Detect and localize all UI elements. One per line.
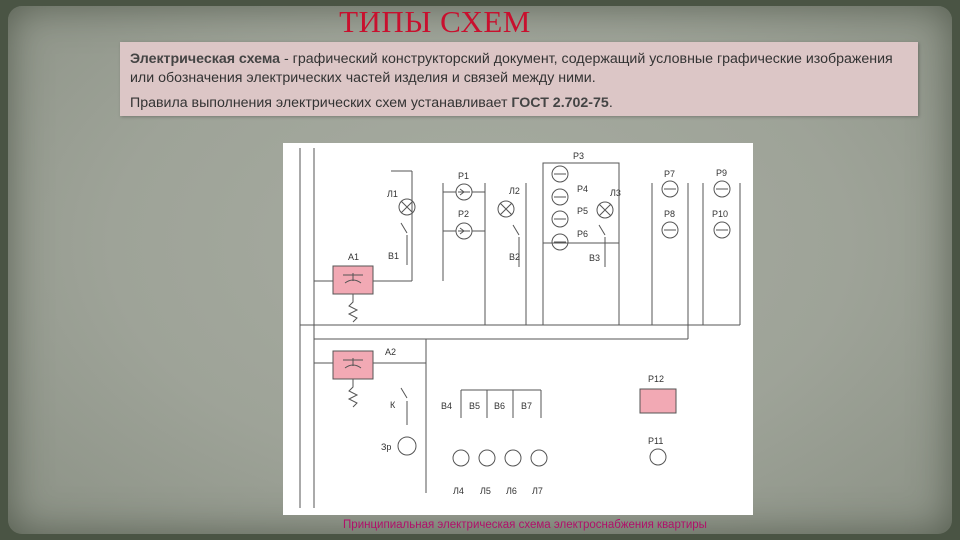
label-l3: Л3 bbox=[610, 188, 621, 198]
lamp-l5 bbox=[478, 449, 496, 467]
lamp-l6 bbox=[504, 449, 522, 467]
relay-r11 bbox=[649, 448, 667, 466]
relay-r10 bbox=[713, 221, 731, 239]
label-r10: Р10 bbox=[712, 209, 728, 219]
diagram-caption: Принципиальная электрическая схема элект… bbox=[343, 519, 707, 531]
relay-r4 bbox=[551, 188, 569, 206]
label-b2: В2 bbox=[509, 252, 520, 262]
label-r1: Р1 bbox=[458, 171, 469, 181]
label-r12: Р12 bbox=[648, 374, 664, 384]
label-l7: Л7 bbox=[532, 486, 543, 496]
switch-b3 bbox=[598, 224, 606, 267]
definition-paragraph: Электрическая схема - графический констр… bbox=[130, 50, 908, 88]
relay-r6 bbox=[551, 233, 569, 251]
lamp-l1 bbox=[398, 198, 416, 216]
circuit-svg: А1 Л1 В1 Р1 Р2 Л2 В2 Р3 Р4 Р5 Р6 Л3 В3 Р… bbox=[299, 148, 741, 508]
slide-title: ТИПЫ СХЕМ bbox=[339, 4, 531, 39]
label-zr: Зр bbox=[381, 442, 391, 452]
label-l2: Л2 bbox=[509, 186, 520, 196]
switch-b1 bbox=[400, 222, 408, 265]
relay-r5 bbox=[551, 210, 569, 228]
label-l6: Л6 bbox=[506, 486, 517, 496]
circuit-diagram: А1 Л1 В1 Р1 Р2 Л2 В2 Р3 Р4 Р5 Р6 Л3 В3 Р… bbox=[283, 143, 753, 515]
definition-term: Электрическая схема bbox=[130, 51, 281, 67]
lamp-l4 bbox=[452, 449, 470, 467]
relay-r3 bbox=[551, 165, 569, 183]
label-r6: Р6 bbox=[577, 229, 588, 239]
label-r5: Р5 bbox=[577, 206, 588, 216]
lamp-l3 bbox=[596, 201, 614, 219]
label-r2: Р2 bbox=[458, 209, 469, 219]
label-r4: Р4 bbox=[577, 184, 588, 194]
label-b6: В6 bbox=[494, 401, 505, 411]
relay-r8 bbox=[661, 221, 679, 239]
definition-box: Электрическая схема - графический констр… bbox=[120, 42, 918, 116]
label-r11: Р11 bbox=[648, 436, 663, 446]
label-r9: Р9 bbox=[716, 168, 727, 178]
relay-r9 bbox=[713, 180, 731, 198]
label-a1: А1 bbox=[348, 252, 359, 262]
rule-standard: ГОСТ 2.702-75 bbox=[511, 95, 609, 111]
relay-r12 bbox=[639, 388, 677, 414]
relay-r7 bbox=[661, 180, 679, 198]
label-r8: Р8 bbox=[664, 209, 675, 219]
rule-text: Правила выполнения электрических схем ус… bbox=[130, 95, 512, 111]
label-l4: Л4 bbox=[453, 486, 464, 496]
switch-k bbox=[400, 387, 408, 425]
label-b3: В3 bbox=[589, 253, 600, 263]
rule-end: . bbox=[608, 95, 613, 111]
bell-zr bbox=[397, 436, 417, 456]
definition-text: - графический конструкторский документ, … bbox=[130, 51, 893, 86]
label-b1: В1 bbox=[388, 251, 399, 261]
lamp-l2 bbox=[497, 200, 515, 218]
lamp-l7 bbox=[530, 449, 548, 467]
label-b7: В7 bbox=[521, 401, 532, 411]
label-b5: В5 bbox=[469, 401, 480, 411]
rule-paragraph: Правила выполнения электрических схем ус… bbox=[130, 94, 908, 113]
label-b4: В4 bbox=[441, 401, 452, 411]
label-l1: Л1 bbox=[387, 189, 398, 199]
label-k: К bbox=[390, 400, 396, 410]
label-l5: Л5 bbox=[480, 486, 491, 496]
switch-b2 bbox=[512, 224, 520, 267]
label-r3: Р3 bbox=[573, 151, 584, 161]
label-a2: А2 bbox=[385, 347, 396, 357]
label-r7: Р7 bbox=[664, 169, 675, 179]
